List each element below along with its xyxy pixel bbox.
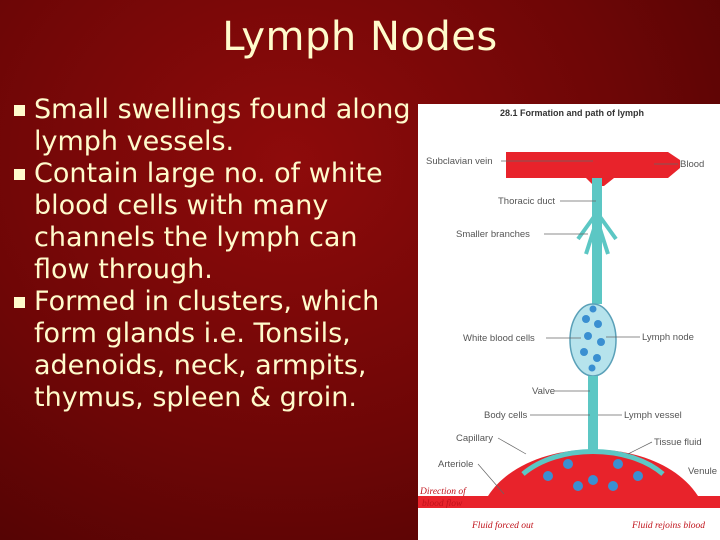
square-bullet-icon: [14, 169, 25, 180]
valve-label: Valve: [532, 386, 555, 397]
venule-label: Venule: [688, 466, 717, 477]
arteriole-venule: [418, 496, 720, 508]
subclavian-vein-label: Subclavian vein: [426, 156, 493, 167]
direction-label-2: blood flow: [422, 498, 463, 509]
square-bullet-icon: [14, 105, 25, 116]
thoracic-duct-label: Thoracic duct: [498, 196, 555, 207]
bullet-item: Contain large no. of white blood cells w…: [14, 158, 414, 286]
smaller-branches: [576, 212, 618, 255]
capillary-bed: [488, 449, 698, 496]
bullet-list: Small swellings found along lymph vessel…: [14, 94, 414, 414]
white-blood-cells: [580, 305, 605, 372]
thoracic-duct: [592, 178, 602, 304]
bullet-item: Formed in clusters, which form glands i.…: [14, 286, 414, 414]
square-bullet-icon: [14, 297, 25, 308]
body-cells-label: Body cells: [484, 410, 528, 421]
lymph-capillary: [521, 449, 665, 476]
lymph-diagram: 28.1 Formation and path of lymph Subclav…: [418, 108, 720, 531]
fluid-rejoins-blood-label: Fluid rejoins blood: [631, 521, 705, 531]
lymph-vessel: [588, 376, 598, 456]
bullet-item: Small swellings found along lymph vessel…: [14, 94, 414, 158]
subclavian-vein: [506, 152, 680, 186]
blood-label: Blood: [680, 159, 704, 170]
smaller-branches-label: Smaller branches: [456, 229, 530, 240]
body-cells: [543, 459, 643, 491]
slide-title: Lymph Nodes: [222, 14, 498, 60]
direction-label-1: Direction of: [419, 486, 467, 497]
lymph-path-figure: 28.1 Formation and path of lymph Subclav…: [418, 104, 720, 540]
leader-lines: [477, 160, 678, 495]
figure-title: 28.1 Formation and path of lymph: [500, 108, 644, 118]
capillary-label: Capillary: [456, 433, 493, 444]
white-blood-cells-label: White blood cells: [463, 333, 535, 344]
lymph-vessel-label: Lymph vessel: [624, 410, 682, 421]
fluid-forced-out-label: Fluid forced out: [471, 520, 534, 531]
arteriole-label: Arteriole: [438, 459, 473, 470]
lymph-node-label: Lymph node: [642, 332, 694, 343]
tissue-fluid-label: Tissue fluid: [654, 437, 702, 448]
